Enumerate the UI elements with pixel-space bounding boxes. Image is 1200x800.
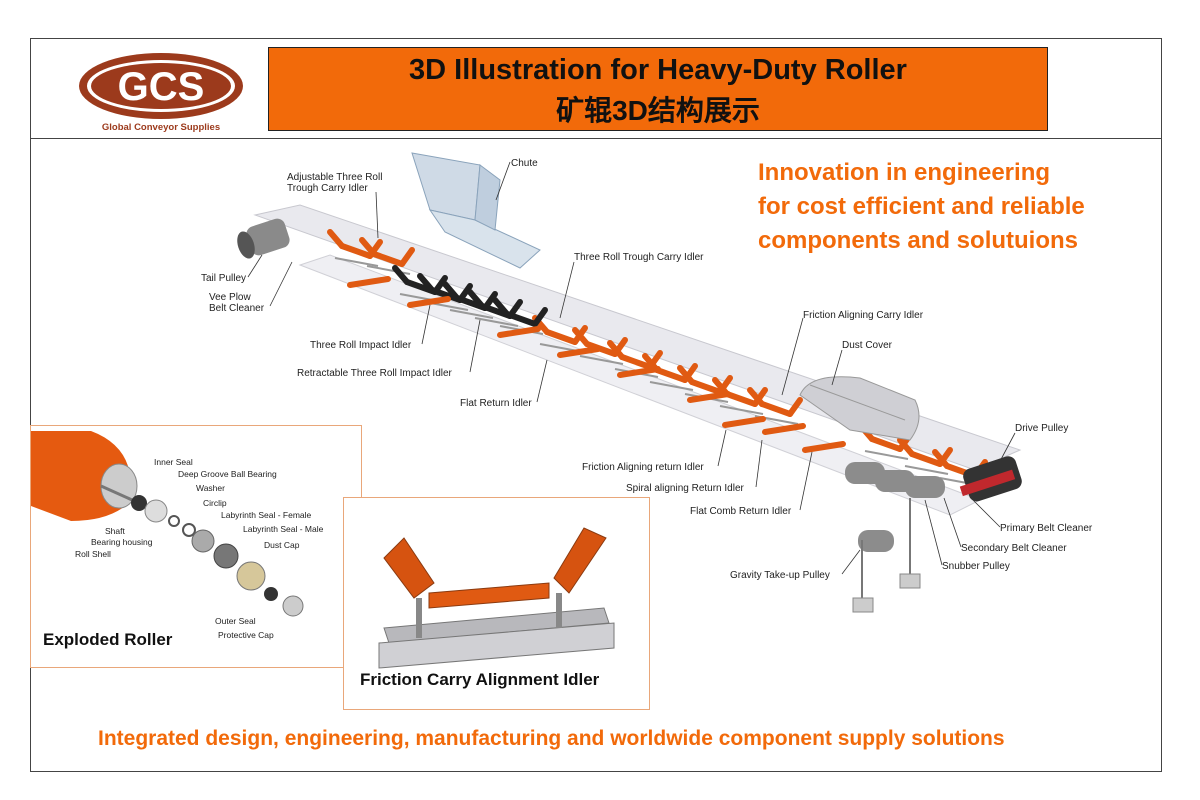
friction-idler-title: Friction Carry Alignment Idler [360,670,600,689]
label-inner-seal: Inner Seal [154,457,193,467]
carry-idler [607,340,663,378]
label-chute: Chute [511,158,538,169]
label-vee-plow: Vee Plow [209,292,251,303]
tail-pulley [237,218,290,259]
tagline-line-2: for cost efficient and reliable [758,193,1085,220]
label-tail-pulley: Tail Pulley [201,273,246,284]
exploded-roller-title: Exploded Roller [43,630,173,649]
label-bearing-housing: Bearing housing [91,537,153,547]
label-lab-female: Labyrinth Seal - Female [221,510,312,520]
return-idler [762,423,806,435]
return-idlers [347,276,846,453]
label-retractable-impact: Retractable Three Roll Impact Idler [297,368,453,379]
title-banner: 3D Illustration for Heavy-Duty Roller 矿辊… [268,47,1048,131]
return-idler [687,391,731,403]
impact-idler [492,297,548,335]
drive-pulley [959,456,1022,502]
label-protective-cap: Protective Cap [218,630,274,640]
label-dust-cover: Dust Cover [842,340,893,351]
page-frame [30,38,1162,772]
tagline-line-1: Innovation in engineering [758,159,1051,186]
label-roll-shell: Roll Shell [75,549,111,559]
label-adjustable-idler: Adjustable Three Roll [287,172,382,183]
return-idler [802,441,846,453]
label-flat-comb-return: Flat Comb Return Idler [690,506,792,517]
label-washer: Washer [196,483,225,493]
label-primary-cleaner: Primary Belt Cleaner [1000,523,1093,534]
label-flat-return: Flat Return Idler [460,398,532,409]
exploded-roller-panel: Inner Seal Deep Groove Ball Bearing Wash… [30,425,362,668]
label-shaft: Shaft [105,526,125,536]
logo-text: GCS [118,65,205,109]
label-three-roll-trough: Three Roll Trough Carry Idler [574,252,704,263]
tagline: Innovation in engineering for cost effic… [758,156,1158,258]
label-spiral-aligning-return: Spiral aligning Return Idler [626,483,745,494]
pulleys-cluster [845,462,945,613]
impact-idlers [392,265,548,335]
footer-slogan: Integrated design, engineering, manufact… [98,727,1005,750]
return-idler [617,366,661,378]
title-chinese: 矿辊3D结构展示 [556,95,760,126]
chute [411,152,541,269]
label-three-roll-impact: Three Roll Impact Idler [310,340,412,351]
label-lab-male: Labyrinth Seal - Male [243,524,324,534]
friction-idler-panel: Friction Carry Alignment Idler [343,497,650,710]
dust-cover [799,376,920,441]
label-secondary-cleaner: Secondary Belt Cleaner [961,543,1067,554]
label-vee-plow-2: Belt Cleaner [209,303,265,314]
label-friction-aligning-return: Friction Aligning return Idler [582,462,704,473]
return-idler [347,276,391,288]
exploded-roller-graphic: Inner Seal Deep Groove Ball Bearing Wash… [31,431,324,640]
gcs-logo: GCS Global Conveyor Supplies [79,53,243,133]
return-idler [407,296,451,308]
title-english: 3D Illustration for Heavy-Duty Roller [409,54,907,86]
label-gravity-takeup: Gravity Take-up Pulley [730,570,830,581]
header-divider [30,138,1162,139]
return-idler [557,346,601,358]
label-friction-aligning-carry: Friction Aligning Carry Idler [803,310,924,321]
label-circlip: Circlip [203,498,227,508]
tagline-line-3: components and solutuions [758,227,1079,254]
return-idler [722,416,766,428]
label-bearing: Deep Groove Ball Bearing [178,469,277,479]
carry-idlers [327,229,988,487]
return-idler [497,326,541,338]
label-adjustable-idler-2: Trough Carry Idler [287,183,368,194]
logo-subtitle: Global Conveyor Supplies [102,122,220,133]
label-dust-cap: Dust Cap [264,540,300,550]
label-drive-pulley: Drive Pulley [1015,423,1068,434]
label-snubber-pulley: Snubber Pulley [942,561,1010,572]
label-outer-seal: Outer Seal [215,616,256,626]
friction-idler-graphic [378,527,615,669]
